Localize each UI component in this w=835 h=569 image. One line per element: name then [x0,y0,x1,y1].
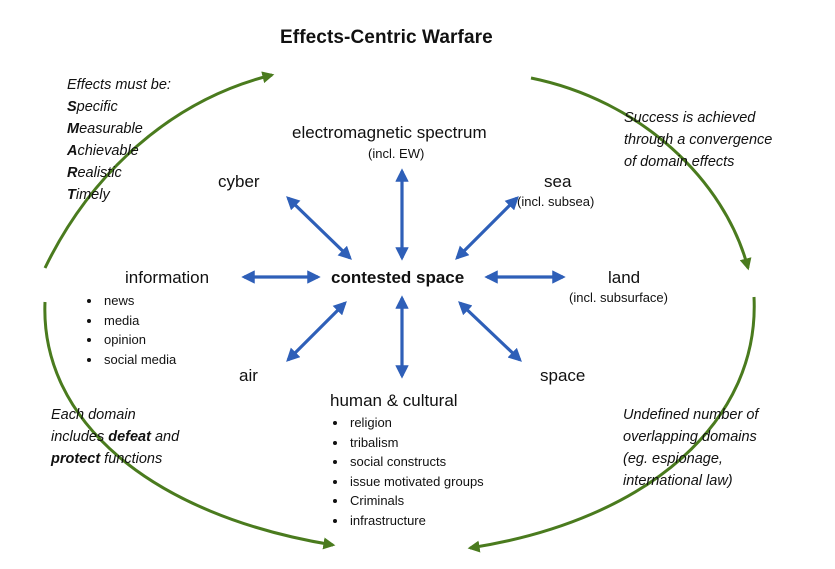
smart-rest: imely [75,187,110,203]
smart-initial: R [67,165,78,181]
node-em-sub: (incl. EW) [368,146,425,161]
smart-rest: easurable [79,121,143,137]
smart-initial: A [67,143,78,159]
cycle-arrow-bottom-right [467,296,756,553]
note-bottom-left: Each domain includes defeat and protect … [51,404,179,470]
smart-item: Timely [67,184,171,206]
note-heading: Effects must be: [67,77,171,93]
node-sea-label: sea [544,172,572,191]
list-item: social constructs [348,452,484,472]
list-item: news [102,291,176,311]
list-item: social media [102,350,176,370]
note-line: Undefined number of [623,407,759,423]
list-item: opinion [102,330,176,350]
human-list: religion tribalism social constructs iss… [328,413,484,530]
smart-item: Measurable [67,118,171,140]
note-fragment: and [150,429,180,445]
node-land-sub: (incl. subsurface) [569,290,668,305]
note-emphasis: protect [51,451,101,467]
list-item: tribalism [348,433,484,453]
node-human-label: human & cultural [330,391,458,410]
smart-rest: ealistic [77,165,122,181]
list-item: media [102,311,176,331]
node-information-label: information [125,268,210,287]
note-line: (eg. espionage, [623,451,723,467]
smart-item: Achievable [67,140,171,162]
center-label: contested space [331,268,465,287]
note-emphasis: defeat [108,429,151,445]
note-line: through a convergence [624,132,773,148]
cycle-arrow-bottom-left [43,301,336,550]
note-top-left: Effects must be: Specific Measurable Ach… [67,74,171,206]
node-land-label: land [608,268,641,287]
smart-initial: T [67,187,76,203]
cycle-arrow-top-right [530,76,752,271]
note-line: Each domain [51,407,136,423]
node-sea-sub: (incl. subsea) [517,194,595,209]
domain-arrows [241,168,566,379]
diagram-title: Effects-Centric Warfare [280,27,493,48]
note-line: Success is achieved [624,110,756,126]
list-item: religion [348,413,484,433]
node-space-label: space [540,366,586,385]
cycle-arrows [43,71,756,553]
list-item: issue motivated groups [348,472,484,492]
node-cyber-label: cyber [218,172,260,191]
arrow-space [458,301,522,362]
list-item: Criminals [348,491,484,511]
note-fragment: functions [100,451,163,467]
arrow-air [286,301,347,362]
smart-item: Specific [67,96,171,118]
note-line: includes defeat and [51,426,179,448]
node-em-label: electromagnetic spectrum [292,123,487,142]
note-top-right: Success is achieved through a convergenc… [624,107,772,173]
arrow-cyber [286,196,352,260]
note-line: protect functions [51,448,179,470]
note-line: of domain effects [624,154,735,170]
smart-rest: pecific [76,99,118,115]
note-fragment: includes [51,429,109,445]
smart-item: Realistic [67,162,171,184]
note-line: international law) [623,473,733,489]
note-line: overlapping domains [623,429,757,445]
smart-initial: S [67,99,77,115]
note-bottom-right: Undefined number of overlapping domains … [623,404,758,492]
list-item: infrastructure [348,511,484,531]
node-air-label: air [239,366,258,385]
smart-initial: M [67,121,80,137]
smart-rest: chievable [77,143,139,159]
cycle-arrow-top-left [43,71,275,269]
arrow-sea [455,196,519,260]
information-list: news media opinion social media [82,291,176,369]
